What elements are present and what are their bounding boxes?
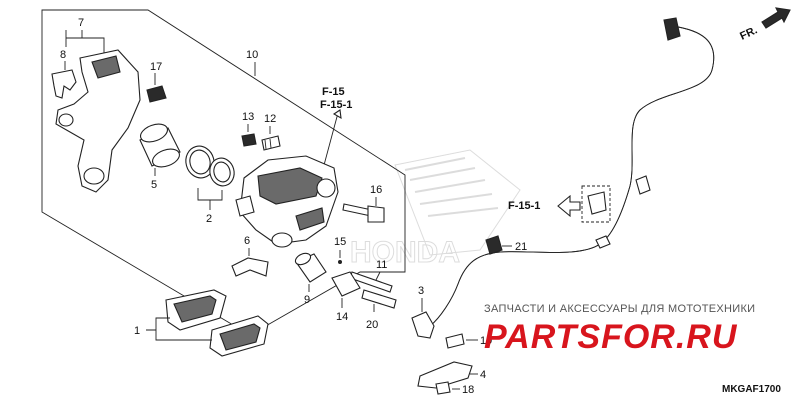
label-5: 5 (151, 179, 157, 191)
pin-bolt-20 (361, 289, 397, 309)
label-10: 10 (246, 49, 258, 61)
label-17: 17 (150, 61, 162, 73)
brake-pad-outer (209, 315, 269, 357)
diagram-code: MKGAF1700 (722, 384, 781, 395)
ref-f15: F-15 (322, 86, 345, 98)
sensor-clip-upper (635, 175, 651, 195)
bolt-19 (445, 333, 465, 349)
label-14: 14 (336, 311, 348, 323)
watermark-logo: PARTSFOR.RU (484, 318, 738, 356)
label-13: 13 (242, 111, 254, 123)
label-4: 4 (480, 369, 486, 381)
boot-14 (331, 271, 361, 297)
label-21: 21 (515, 241, 527, 253)
ref-arrowhead-f15 (332, 109, 342, 120)
clamp-21 (485, 235, 503, 255)
label-16: 16 (370, 184, 382, 196)
label-3: 3 (418, 285, 424, 297)
sensor-connector (663, 17, 681, 41)
label-1: 1 (134, 325, 140, 337)
ref-clip-part (587, 191, 607, 215)
front-direction-indicator: FR. (738, 7, 791, 43)
label-18: 18 (462, 384, 474, 396)
boot-17 (146, 85, 167, 103)
svg-text:FR.: FR. (738, 24, 759, 42)
leader-2 (197, 188, 223, 210)
caliper-bracket-7 (55, 49, 141, 193)
label-8: 8 (60, 49, 66, 61)
label-9: 9 (304, 294, 310, 306)
abs-sensor-3 (411, 311, 435, 339)
seals-2 (185, 145, 235, 187)
sensor-wire (429, 25, 715, 327)
caliper-body-10 (235, 155, 339, 248)
bleeder-screw-12 (261, 135, 281, 151)
pad-spring-6 (231, 257, 269, 277)
sensor-stay-4 (417, 361, 473, 389)
ref-f151: F-15-1 (320, 99, 352, 111)
label-15: 15 (334, 236, 346, 248)
label-6: 6 (244, 235, 250, 247)
label-11: 11 (376, 259, 387, 271)
boot-9 (294, 252, 327, 283)
label-19: 19 (480, 335, 492, 347)
leader-11 (375, 271, 381, 281)
leader-1 (146, 317, 212, 341)
ref-f151-side: F-15-1 (508, 200, 540, 212)
label-7: 7 (78, 17, 84, 29)
bolt-18 (435, 381, 451, 395)
label-12: 12 (264, 113, 276, 125)
label-2: 2 (206, 213, 212, 225)
ref-arrow-side (557, 194, 581, 218)
label-20: 20 (366, 319, 378, 331)
assembly-frame (41, 9, 406, 336)
retainer-clip-8 (51, 69, 77, 99)
piston-5 (139, 123, 181, 168)
bleeder-cap-13 (241, 133, 257, 147)
sensor-wire-inner (429, 25, 715, 327)
wire-grommet (595, 235, 611, 249)
leader-7 (65, 30, 105, 58)
watermark-caption: ЗАПЧАСТИ И АКСЕССУАРЫ ДЛЯ МОТОТЕХНИКИ (484, 303, 755, 315)
brake-pad-inner (165, 289, 227, 331)
bolt-16 (342, 203, 385, 223)
clip-15 (338, 260, 342, 264)
